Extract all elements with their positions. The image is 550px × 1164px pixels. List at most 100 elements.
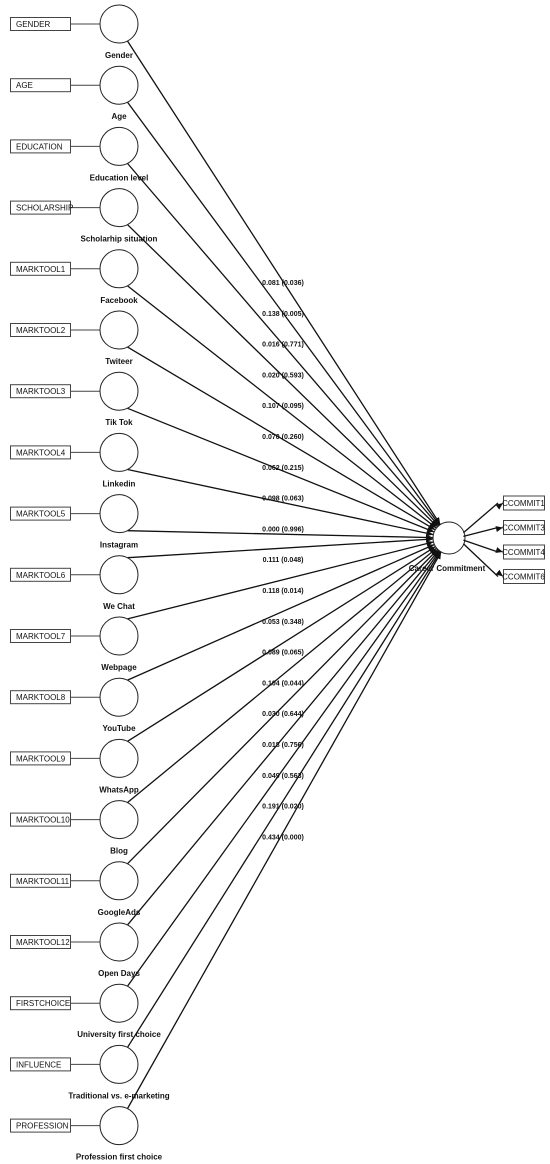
path-line: [127, 551, 442, 1048]
construct-label: Open Days: [98, 969, 140, 978]
construct-label: We Chat: [103, 602, 135, 611]
indicator-label: MARKTOOL8: [16, 693, 66, 702]
target-indicator-line: [462, 502, 499, 534]
target-indicator-label: CCOMMIT4: [502, 548, 545, 557]
path-coefficient: 0.104 (0.044): [262, 680, 304, 687]
indicator-label: GENDER: [16, 20, 50, 29]
path-line: [127, 550, 441, 987]
indicator-box: [10, 812, 71, 827]
path-coefficient: 0.000 (0.996): [262, 526, 304, 533]
construct-circle: [99, 861, 139, 901]
target-label: Career Commitment: [409, 564, 486, 573]
path-coefficient: 0.049 (0.563): [262, 773, 304, 780]
indicator-label: PROFESSION: [16, 1122, 69, 1131]
indicator-box: [10, 751, 71, 766]
indicator-box: [10, 873, 71, 888]
indicator-label: INFLUENCE: [16, 1060, 61, 1069]
path-arrowhead: [425, 536, 434, 543]
construct-circle: [99, 494, 139, 534]
construct-label: Facebook: [100, 296, 138, 305]
indicator-label: EDUCATION: [16, 142, 63, 151]
target-indicator-arrowhead: [495, 503, 503, 510]
construct-circle: [99, 310, 139, 350]
path-line: [127, 468, 434, 536]
indicator-box: [10, 200, 71, 215]
indicator-label: MARKTOOL2: [16, 326, 66, 335]
path-line: [127, 549, 440, 926]
indicator-label: MARKTOOL1: [16, 265, 66, 274]
construct-label: Traditional vs. e-marketing: [68, 1091, 169, 1100]
path-line: [127, 547, 438, 804]
indicator-box: [10, 1057, 71, 1072]
construct-label: University first choice: [77, 1030, 161, 1039]
construct-circle: [99, 432, 139, 472]
construct-circle: [99, 800, 139, 840]
path-arrowhead: [425, 530, 434, 537]
path-line: [127, 530, 434, 539]
target-indicator-box: [503, 544, 545, 560]
target-indicator-label: CCOMMIT1: [502, 499, 545, 508]
indicator-label: MARKTOOL9: [16, 754, 66, 763]
construct-circle: [99, 188, 139, 228]
construct-circle: [99, 677, 139, 717]
target-construct: Career CommitmentCCOMMIT1CCOMMIT3CCOMMIT…: [409, 495, 545, 584]
construct-label: Tik Tok: [105, 418, 133, 427]
target-indicator-line: [462, 543, 499, 577]
construct-label: Twiteer: [105, 357, 132, 366]
indicator-box: [10, 445, 71, 460]
path-line: [127, 285, 437, 529]
path-line: [126, 551, 442, 1109]
construct-label: Age: [111, 112, 127, 121]
indicator-box: [10, 78, 71, 93]
indicator-box: [10, 690, 71, 705]
indicator-label: MARKTOOL7: [16, 632, 66, 641]
target-indicator-line: [463, 526, 499, 538]
indicator-label: MARKTOOL10: [16, 816, 70, 825]
path-arrowhead: [426, 526, 435, 533]
path-line: [127, 101, 441, 526]
indicator-label: FIRSTCHOICE: [16, 999, 70, 1008]
path-coefficient: 0.107 (0.095): [262, 403, 304, 410]
indicator-connectors: [70, 23, 100, 1127]
construct-circle: [99, 1106, 139, 1146]
path-lines: [126, 40, 442, 1109]
path-coefficients: 0.081 (0.036)0.138 (0.005)0.016 (0.771)0…: [262, 280, 304, 841]
indicator-box: [10, 384, 71, 399]
indicator-label: MARKTOOL11: [16, 877, 70, 886]
indicator-label: MARKTOOL5: [16, 510, 66, 519]
indicator-box: [10, 567, 71, 582]
target-indicator-box: [503, 495, 545, 511]
path-coefficient: 0.081 (0.036): [262, 280, 304, 287]
construct-circle: [99, 983, 139, 1023]
path-coefficient: 0.191 (0.020): [262, 804, 304, 811]
path-coefficient: 0.434 (0.000): [262, 834, 304, 841]
path-line: [127, 543, 435, 681]
target-indicator-box: [503, 520, 545, 535]
target-indicator-arrowhead: [495, 547, 503, 553]
path-line: [127, 548, 439, 865]
path-coefficient: 0.030 (0.644): [262, 711, 304, 718]
path-arrowhead: [430, 519, 438, 527]
construct-circle: [99, 371, 139, 411]
indicator-label: AGE: [16, 81, 33, 90]
path-coefficient: 0.138 (0.005): [262, 311, 304, 318]
indicator-box: [10, 139, 71, 154]
construct-label: Gender: [105, 51, 133, 60]
path-coefficient: 0.062 (0.215): [262, 465, 304, 472]
indicator-box: [10, 935, 71, 949]
target-indicator-arrowhead: [495, 526, 503, 532]
indicator-box: [10, 323, 71, 337]
construct-label: Profession first choice: [76, 1153, 163, 1162]
construct-label: YouTube: [102, 724, 136, 733]
path-line: [127, 407, 435, 533]
construct-circle: [99, 4, 139, 44]
indicator-box: [10, 17, 71, 31]
path-coefficient: 0.018 (0.756): [262, 742, 304, 749]
path-line: [127, 538, 434, 559]
path-coefficient: 0.098 (0.063): [262, 496, 304, 503]
path-line: [127, 541, 434, 620]
construct-circle: [99, 616, 139, 656]
path-line: [127, 224, 438, 528]
